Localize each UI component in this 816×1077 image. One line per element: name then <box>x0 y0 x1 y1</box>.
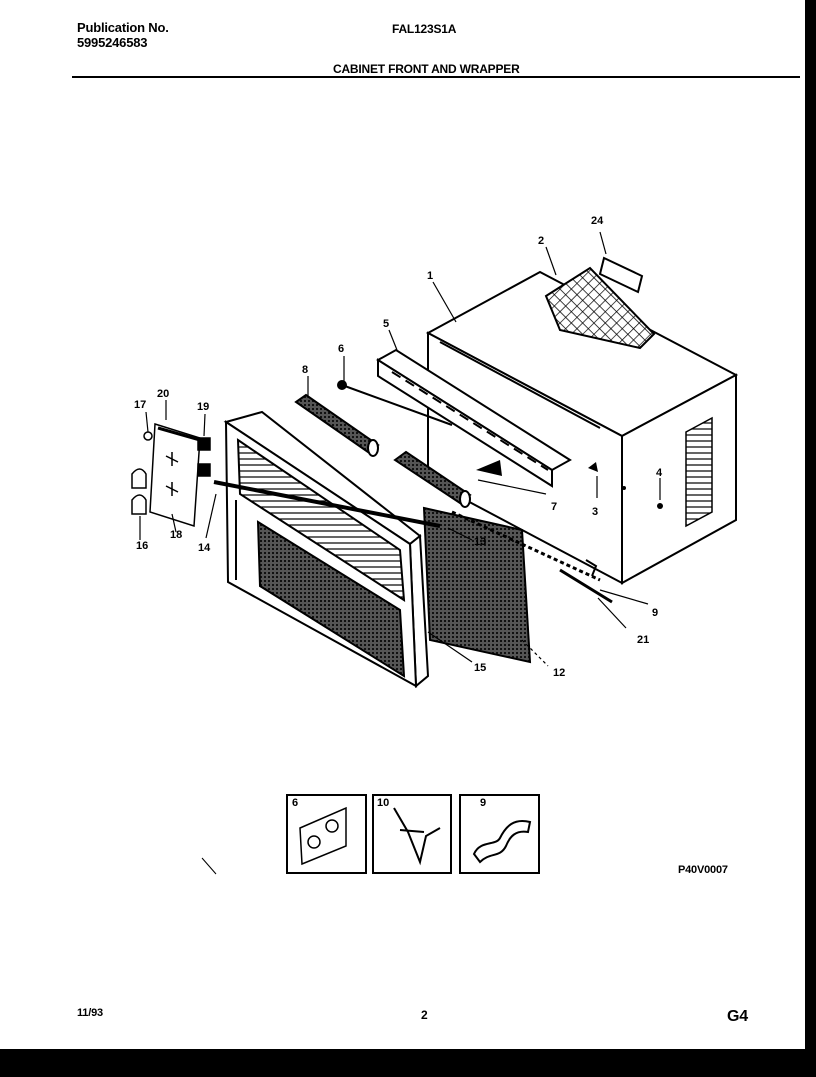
callout-numbers: 1 2 3 4 5 6 7 8 9 12 13 14 15 16 17 18 1… <box>134 215 663 679</box>
inset-label: 10 <box>377 797 389 809</box>
rating-label <box>598 256 644 294</box>
air-deflector <box>376 348 572 488</box>
callout: 17 <box>134 399 146 411</box>
side-louvers <box>685 416 713 528</box>
callout: 21 <box>637 634 649 646</box>
callout: 4 <box>656 467 663 479</box>
publication-number: 5995246583 <box>77 35 148 50</box>
callout: 8 <box>302 364 308 376</box>
inset-label: 9 <box>480 797 486 809</box>
callout: 9 <box>652 607 658 619</box>
inset-box-10: 10 <box>372 794 452 874</box>
page-number: 2 <box>421 1008 428 1022</box>
callout: 14 <box>198 542 211 554</box>
front-grille <box>223 410 430 689</box>
callout: 20 <box>157 388 169 400</box>
insulation-panel <box>544 266 656 350</box>
callout: 24 <box>591 215 604 227</box>
scan-edge-bottom <box>0 1049 816 1077</box>
scan-edge-right <box>805 0 816 1049</box>
leader-lines <box>139 231 661 667</box>
footer-date: 11/93 <box>77 1007 103 1019</box>
callout: 5 <box>383 318 389 330</box>
group-code: G4 <box>727 1008 748 1025</box>
model-number: FAL123S1A <box>392 22 457 36</box>
scan-mark <box>201 857 217 875</box>
callout: 15 <box>474 662 486 674</box>
mounting-bolt <box>622 486 663 509</box>
callout: 12 <box>553 667 565 679</box>
inset-box-9: 9 <box>459 794 540 874</box>
control-panel <box>131 422 211 528</box>
bottom-rails <box>451 510 613 604</box>
callout: 13 <box>474 536 486 548</box>
callout: 7 <box>551 501 557 513</box>
louver-assembly <box>294 393 472 508</box>
inset-label: 6 <box>292 797 298 809</box>
callout: 16 <box>136 540 148 552</box>
publication-block: Publication No. 5995246583 <box>77 20 169 50</box>
louver-rod <box>337 380 453 426</box>
inset-box-6: 6 <box>286 794 367 874</box>
publication-label: Publication No. <box>77 20 169 35</box>
section-title: CABINET FRONT AND WRAPPER <box>333 62 520 76</box>
drawing-code: P40V0007 <box>678 864 728 876</box>
callout: 1 <box>427 270 433 282</box>
callout: 6 <box>338 343 344 355</box>
callout: 19 <box>197 401 209 413</box>
callout: 18 <box>170 529 182 541</box>
cabinet-wrapper <box>425 266 739 585</box>
callout: 3 <box>592 506 598 518</box>
trim-strip-14 <box>213 480 441 528</box>
header-rule <box>72 76 800 78</box>
bracket-part-7 <box>476 460 502 476</box>
air-filter <box>422 506 532 664</box>
screw-part-3 <box>588 462 598 472</box>
callout: 2 <box>538 235 544 247</box>
screw-part-9 <box>585 559 598 577</box>
